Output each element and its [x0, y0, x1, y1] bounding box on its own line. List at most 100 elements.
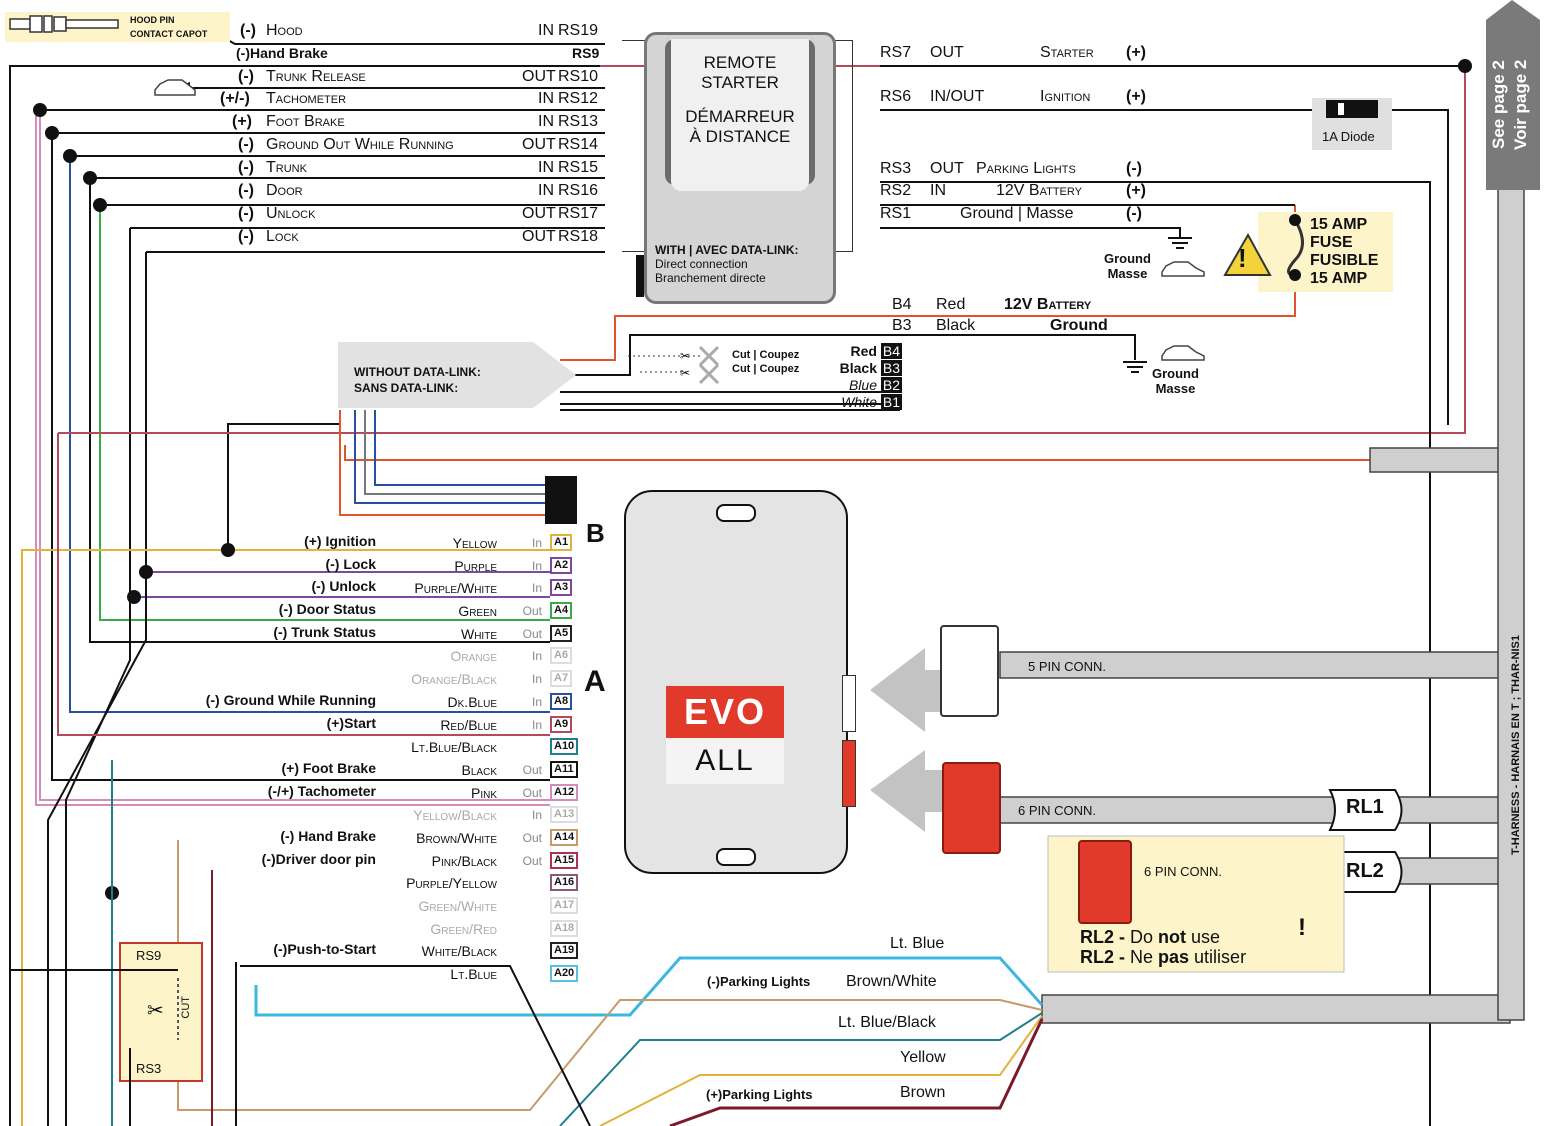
datalink-line2: Branchement directe	[655, 271, 766, 285]
pin-function: (-) Trunk Status	[273, 623, 376, 640]
rs-dir: OUT	[522, 136, 556, 153]
see-page-line1: See page 2	[1489, 60, 1508, 150]
rs-code: RS14	[558, 136, 599, 153]
pin-function: (-) Unlock	[311, 578, 376, 595]
see-page-2-arrow[interactable]: See page 2 Voir page 2	[1488, 30, 1540, 180]
warning-icon-rl2: !	[1298, 914, 1306, 941]
rs-dir: IN/OUT	[930, 88, 985, 105]
b-tag-code: B2	[880, 377, 902, 393]
pin-direction: In	[531, 717, 542, 732]
pin-number-box: A2	[550, 556, 573, 574]
conn5-label: 5 PIN CONN.	[1028, 659, 1107, 674]
ground2-line2: Masse	[1155, 381, 1196, 396]
pin-number-box: A11	[550, 760, 578, 778]
pin-number-box: A1	[550, 534, 573, 551]
rs-name: Ignition	[1040, 88, 1091, 105]
rs-code: RS1	[880, 205, 912, 222]
pin-wire-color: Pink/Black	[431, 852, 497, 869]
pin-direction: Out	[522, 762, 542, 777]
hood-pin-line2: CONTACT CAPOT	[130, 29, 208, 39]
rs-code: RS7	[880, 44, 912, 61]
datalink-line1: Direct connection	[655, 257, 748, 271]
rs-row-trunk: (-) Trunk IN RS15	[200, 159, 605, 182]
rs-pol: (-)	[1126, 160, 1142, 177]
without-dl-line2: SANS DATA-LINK:	[354, 381, 459, 395]
see-page-line2: Voir page 2	[1511, 59, 1530, 151]
rs-row-ignition: RS6 IN/OUT Ignition (+)	[880, 88, 1180, 160]
pin-number-box: A18	[550, 919, 579, 937]
pin-direction: Out	[522, 626, 542, 641]
fuse-line3: FUSIBLE	[1310, 252, 1379, 269]
rl2-label: RL2	[1346, 860, 1384, 882]
rs-row-hand-brake: (-)Hand Brake RS9	[200, 45, 605, 68]
pin-function: (-)Driver door pin	[261, 850, 376, 867]
pin-wire-color: Green	[458, 603, 497, 620]
b4-func: 12V Battery	[1004, 296, 1092, 313]
diode-box: 1A Diode	[1312, 98, 1392, 150]
pin-number-box: A19	[550, 942, 579, 960]
bottom-wire-func-2: (-)Parking Lights	[707, 974, 811, 989]
b3-color: Black	[936, 317, 976, 334]
rs-pol: (+/-)	[220, 90, 250, 107]
rs-code: RS15	[558, 159, 599, 176]
pin-direction: In	[531, 808, 542, 823]
rs-pol: (+)	[1126, 88, 1146, 105]
rs-dir: IN	[538, 90, 554, 107]
pin-wire-color: Purple	[454, 557, 497, 574]
pin-wire-color: Lt.Blue	[450, 966, 497, 983]
b-tag-code: B3	[880, 360, 902, 376]
evo-logo: EVO	[666, 686, 784, 738]
ground1-line2: Masse	[1107, 266, 1148, 281]
rs-dir: OUT	[522, 205, 556, 222]
b-tags: Red B4 Black B3 Blue B2 White B1	[812, 343, 902, 411]
rs-code: RS19	[558, 22, 599, 39]
module-6pin-port	[842, 740, 856, 807]
fuse-line1: 15 AMP	[1310, 216, 1368, 233]
rl2-note-en: RL2 - Do not use	[1080, 927, 1221, 947]
bottom-wire-color-4: Yellow	[900, 1049, 946, 1066]
pin-wire-color: Red/Blue	[440, 716, 497, 733]
rs-dir: IN	[538, 159, 554, 176]
rs-code: RS17	[558, 205, 599, 222]
pin-wire-color: Green/Red	[430, 920, 497, 937]
pin-number-box: A9	[550, 715, 573, 733]
pin-direction: In	[531, 694, 542, 709]
rs-row-battery: RS2 IN 12V Battery (+)	[880, 182, 1180, 205]
6-pin-connector-rl2	[1078, 840, 1132, 924]
remote-screen: REMOTE STARTER DÉMARREUR À DISTANCE	[671, 39, 809, 191]
remote-line3: DÉMARREUR	[685, 107, 795, 126]
b-tag-color: Black	[839, 360, 877, 376]
pin-wire-color: Yellow	[452, 535, 497, 551]
rs-name: Trunk	[266, 159, 307, 176]
cut-label-2: Cut | Coupez	[732, 363, 800, 375]
remote-line4: À DISTANCE	[689, 127, 791, 146]
conn6a-label: 6 PIN CONN.	[1018, 803, 1097, 818]
rs-dir: IN	[538, 22, 554, 39]
bottom-wire-color-5: Brown	[900, 1084, 946, 1101]
connector-b-plug	[545, 476, 577, 524]
ground-label-1: Ground Masse	[1104, 251, 1151, 281]
pin-wire-color: White	[461, 625, 497, 642]
rl2-note-fr: RL2 - Ne pas utiliser	[1080, 947, 1247, 967]
pin-number-box: A15	[550, 851, 579, 869]
pin-number-box: A20	[550, 965, 579, 983]
rs-code: RS9	[572, 45, 600, 61]
pin-direction: Out	[522, 830, 542, 845]
b-tag-row: Red B4	[812, 343, 902, 360]
pin-number-box: A5	[550, 624, 573, 642]
rs-dir: IN	[538, 182, 554, 199]
rs-code: RS3	[880, 160, 912, 177]
without-dl-line1: WITHOUT DATA-LINK:	[354, 365, 481, 379]
bottom-wire-func-5: (+)Parking Lights	[706, 1087, 813, 1102]
datalink-title: WITH | AVEC DATA-LINK:	[655, 243, 799, 257]
rs-pol: (+)	[232, 113, 252, 130]
bottom-wire-color-2: Brown/White	[846, 973, 937, 990]
pin-direction: In	[531, 536, 542, 550]
